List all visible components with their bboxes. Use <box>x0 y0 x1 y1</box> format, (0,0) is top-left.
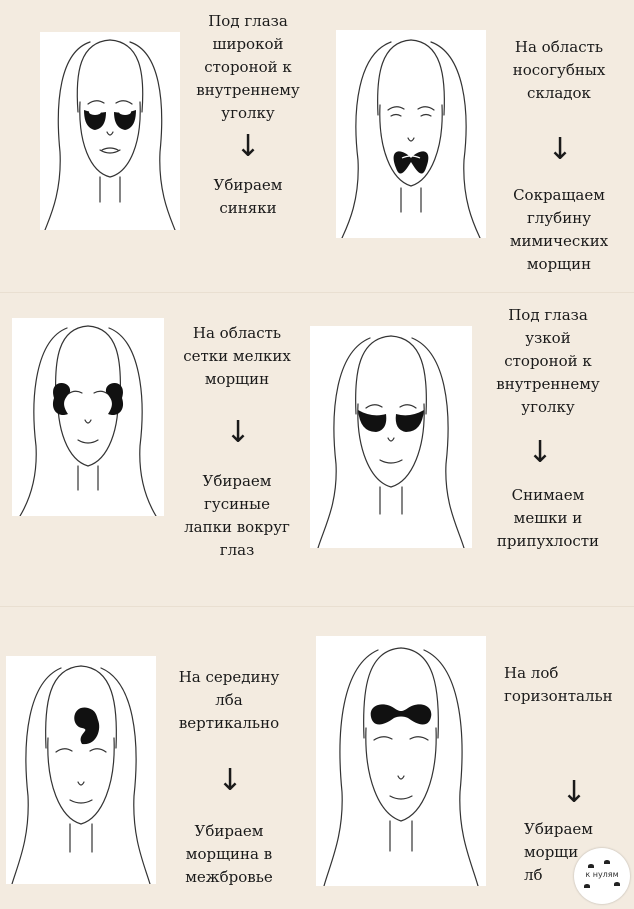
arrow-down-icon: ↓ <box>561 775 587 810</box>
face-illustration-3 <box>12 318 164 516</box>
instruction-text-1: Под глаза широкой стороной к внутреннему… <box>196 12 300 122</box>
patch-left <box>358 410 387 432</box>
instruction-text-5: На середину лба вертикально <box>178 668 280 732</box>
face-illustration-2 <box>336 30 486 238</box>
bird-icon <box>614 882 620 886</box>
face-illustration-6 <box>316 636 486 886</box>
result-text-1: Убираем синяки <box>213 176 283 217</box>
bird-icon <box>588 864 594 868</box>
patch-right <box>114 110 136 130</box>
patch-crows-feet-right <box>105 382 124 416</box>
instruction-text-6: На лоб горизонтальн <box>504 664 613 705</box>
result-text-6: Убираем морщи лб <box>524 820 593 884</box>
face-illustration-1 <box>40 32 180 230</box>
arrow-down-icon: ↓ <box>235 129 261 164</box>
section-divider <box>0 292 634 293</box>
instruction-text-4: Под глаза узкой стороной к внутреннему у… <box>496 306 600 416</box>
arrow-down-icon: ↓ <box>527 435 553 470</box>
patch-forehead-horizontal <box>370 704 432 725</box>
instruction-text-3: На область сетки мелких морщин <box>183 324 291 388</box>
patch-right <box>395 410 424 432</box>
face-illustration-5 <box>6 656 156 884</box>
arrow-down-icon: ↓ <box>225 415 251 450</box>
patch-left <box>84 110 106 130</box>
face-drawing <box>44 39 176 230</box>
bird-icon <box>584 884 590 888</box>
face-illustration-4 <box>310 326 472 548</box>
patch-nasolabial <box>393 151 429 174</box>
result-text-2: Сокращаем глубину мимических морщин <box>509 186 609 273</box>
arrow-down-icon: ↓ <box>547 132 573 167</box>
patch-crows-feet-left <box>52 382 71 416</box>
patch-forehead-vertical <box>74 707 100 745</box>
instruction-text-2: На область носогубных складок <box>512 38 606 102</box>
arrow-down-icon: ↓ <box>217 763 243 798</box>
watermark-text: к нулям <box>585 870 619 879</box>
section-divider <box>0 606 634 607</box>
result-text-5: Убираем морщина в межбровье <box>185 822 273 886</box>
bird-icon <box>604 860 610 864</box>
result-text-4: Снимаем мешки и припухлости <box>496 486 600 550</box>
result-text-3: Убираем гусиные лапки вокруг глаз <box>184 472 290 559</box>
watermark-logo: к нулям <box>574 848 630 904</box>
